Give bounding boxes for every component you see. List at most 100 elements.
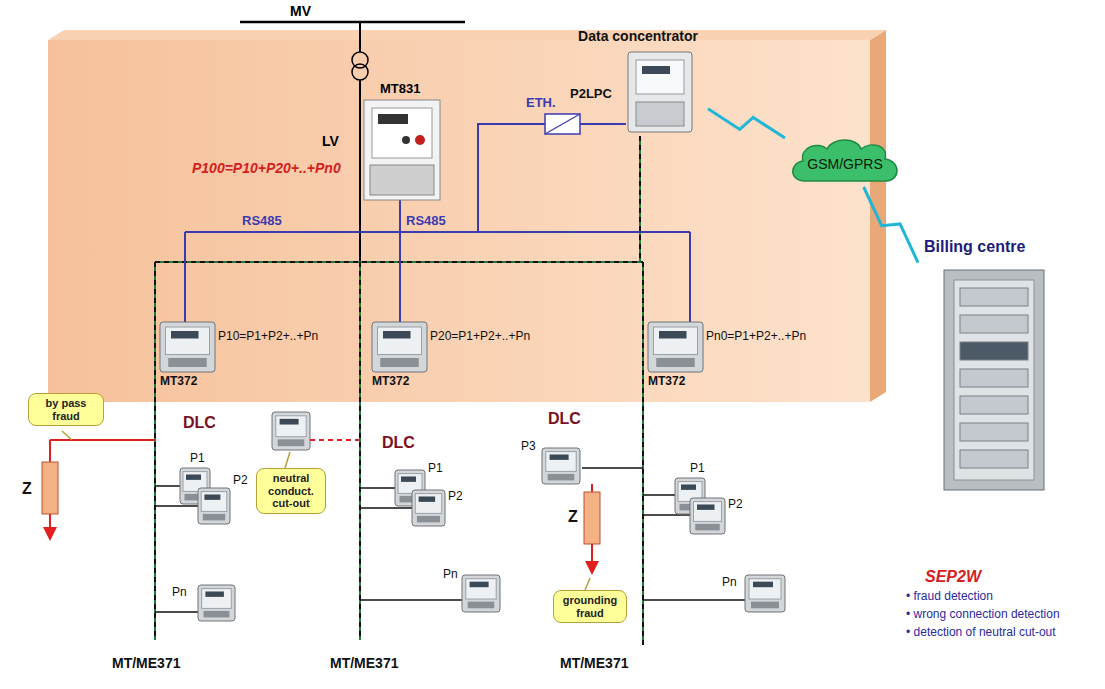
node-text: by pass fraud (33, 397, 99, 422)
meter-label: P2 (233, 474, 248, 488)
energy-formula: P20=P1+P2+..+Pn (430, 330, 530, 344)
data-concentrator: Data concentratorP2LPC (568, 28, 708, 136)
callout-tail (585, 578, 590, 590)
mt372-meter (648, 322, 703, 372)
dlc-line (154, 262, 156, 640)
mv-line (359, 22, 361, 52)
resistor-symbol (42, 462, 58, 514)
meter-label: P1 (690, 462, 705, 476)
device-label: MT/ME371 (330, 655, 398, 671)
bus-label: RS485 (242, 214, 282, 229)
mt372-meter (160, 322, 215, 372)
link-label: DLC (382, 434, 415, 452)
device-label: MT372 (372, 375, 409, 389)
meter-label: Pn (722, 576, 737, 590)
customer-meter (542, 448, 580, 484)
substation-panel (48, 40, 870, 402)
ethernet-link (478, 124, 545, 232)
meter-label: P3 (521, 440, 536, 454)
ethernet-link (580, 123, 626, 125)
energy-formula: Pn0=P1+P2+..+Pn (706, 330, 806, 344)
device-label: MT/ME371 (112, 655, 180, 671)
bypass-wire (50, 439, 155, 441)
callout-tail (285, 452, 290, 468)
node-text: Billing centre (918, 238, 1068, 256)
mv-line (240, 21, 465, 24)
device-label: MT372 (648, 375, 685, 389)
ground-arrow (49, 514, 51, 534)
dlc-line (642, 262, 644, 645)
dlc-line (359, 262, 361, 640)
lv-line (359, 80, 361, 262)
radio-link (708, 109, 785, 138)
grounding-wire (591, 484, 593, 492)
customer-meter (690, 498, 725, 534)
meter-label: Pn (443, 568, 458, 582)
link-label: ETH. (526, 96, 556, 111)
bus-label: RS485 (406, 214, 446, 229)
feature-item: • fraud detection (906, 590, 993, 604)
device-label: MT372 (160, 375, 197, 389)
dlc-line (639, 136, 641, 262)
customer-meter (745, 575, 785, 612)
bypass-wire (49, 440, 51, 462)
customer-meter (198, 585, 235, 621)
customer-meter (198, 488, 230, 524)
meter-label: P1 (428, 462, 443, 476)
mt831-meter (364, 100, 440, 200)
mt372-meter (372, 322, 427, 372)
node-text: grounding fraud (558, 594, 622, 619)
voltage-label: LV (322, 133, 339, 149)
node-text: neutral conduct. cut-out (261, 472, 321, 510)
node-text: P2LPC (570, 86, 612, 101)
concentrator-device (626, 50, 696, 134)
branch-wire (360, 487, 397, 489)
resistor-symbol (584, 492, 600, 544)
feature-item: • detection of neutral cut-out (906, 626, 1056, 640)
energy-formula: P10=P1+P2+..+Pn (218, 330, 318, 344)
meter-label: Pn (172, 586, 187, 600)
dlc-line (359, 262, 361, 640)
dlc-line (642, 262, 644, 645)
rs485-drop (689, 232, 691, 322)
ethernet-converter (545, 114, 580, 134)
dlc-line (154, 262, 156, 640)
gsm-cloud: GSM/GPRS (785, 135, 905, 187)
impedance-label: Z (568, 508, 578, 526)
voltage-label: MV (290, 3, 311, 19)
billing-centre: Billing centre (918, 238, 1068, 496)
customer-meter (412, 490, 445, 526)
branch-wire (155, 505, 200, 507)
ethernet-converter (545, 114, 580, 134)
meter-label: P1 (190, 452, 205, 466)
device-label: MT831 (380, 82, 420, 97)
server-rack (940, 268, 1050, 493)
impedance-label: Z (22, 480, 32, 498)
device-label: MT/ME371 (560, 655, 628, 671)
software-name: SEP2W (925, 568, 981, 586)
customer-meter (272, 412, 310, 450)
rs485-drop (399, 200, 401, 322)
branch-wire (582, 467, 643, 469)
feature-item: • wrong connection detection (906, 608, 1060, 622)
meter-label: P2 (448, 490, 463, 504)
rs485-bus (185, 231, 690, 233)
branch-wire (643, 494, 677, 496)
link-label: DLC (183, 414, 216, 432)
ground-arrow (591, 544, 593, 568)
radio-link (864, 187, 918, 263)
branch-wire (360, 599, 462, 601)
meter-label: P2 (728, 498, 743, 512)
node-text: GSM/GPRS (807, 156, 882, 172)
transformer-symbol (352, 64, 368, 80)
fraud-callout: by pass fraud (28, 393, 104, 426)
branch-wire (360, 507, 414, 509)
branch-wire (155, 611, 200, 613)
fraud-callout: neutral conduct. cut-out (256, 468, 326, 514)
energy-formula: P100=P10+P20+..+Pn0 (192, 160, 341, 176)
branch-wire (155, 485, 182, 487)
link-label: DLC (548, 410, 581, 428)
customer-meter (462, 575, 500, 612)
branch-wire (643, 599, 747, 601)
node-text: Data concentrator (568, 28, 708, 44)
